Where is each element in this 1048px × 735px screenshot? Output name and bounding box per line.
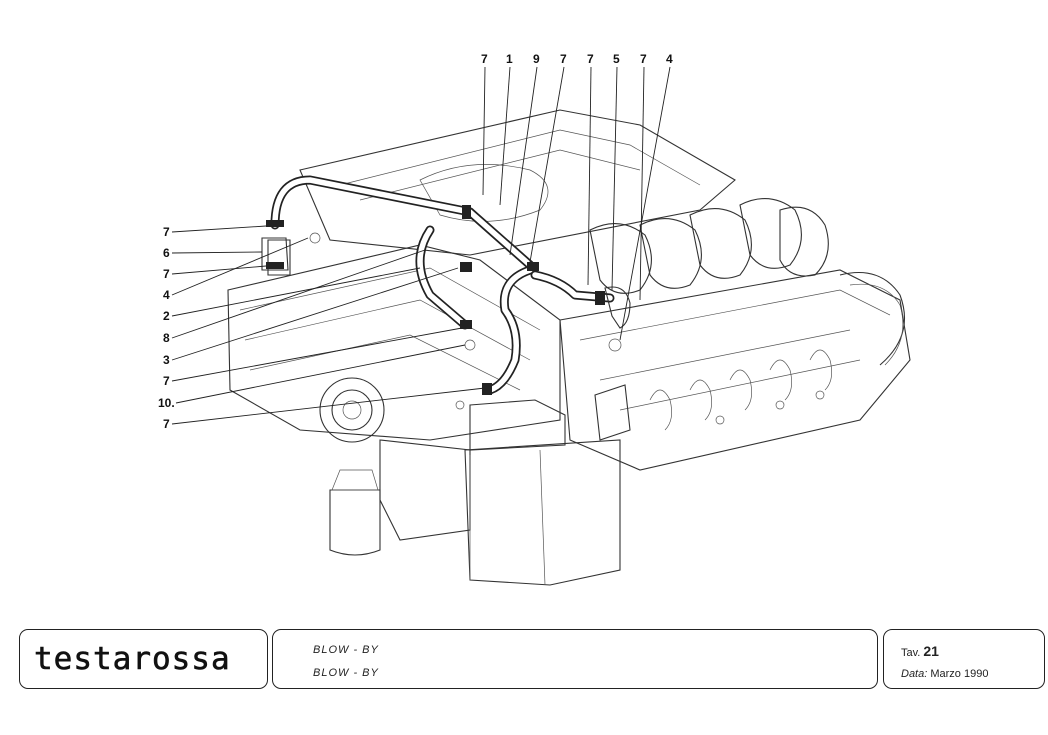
engine-outline (227, 109, 911, 586)
callout-top-3: 9 (533, 52, 540, 66)
title-box: BLOW - BY BLOW - BY (272, 629, 878, 689)
brand-box: testarossa (19, 629, 268, 689)
callout-left-9: 10. (158, 396, 175, 410)
title-line-1: BLOW - BY (313, 644, 379, 656)
callout-left-5: 2 (163, 309, 170, 323)
callout-top-8: 4 (666, 52, 673, 66)
info-box: Tav.21 Data: Marzo 1990 (883, 629, 1045, 689)
callout-left-8: 7 (163, 374, 170, 388)
top-callouts: 7 1 9 7 7 5 7 4 (481, 52, 673, 66)
callout-top-4: 7 (560, 52, 567, 66)
engine-blow-by-diagram: 7 1 9 7 7 5 7 4 7 6 7 4 2 8 3 7 10. 7 (158, 52, 911, 586)
callout-top-2: 1 (506, 52, 513, 66)
callout-top-1: 7 (481, 52, 488, 66)
callout-top-7: 7 (640, 52, 647, 66)
data-label: Data: (901, 668, 928, 680)
callout-left-3: 7 (163, 267, 170, 281)
callout-left-4: 4 (163, 288, 170, 302)
title-line-2: BLOW - BY (313, 667, 379, 679)
callout-left-2: 6 (163, 246, 170, 260)
callout-left-10: 7 (163, 417, 170, 431)
tav-label: Tav. (901, 647, 921, 659)
callout-top-6: 5 (613, 52, 620, 66)
testarossa-logo: testarossa (34, 641, 231, 678)
tav-number: 21 (923, 643, 939, 659)
blow-by-hoses (261, 175, 631, 395)
tav-row: Tav.21 (901, 643, 939, 659)
data-row: Data: Marzo 1990 (901, 668, 988, 680)
callout-left-6: 8 (163, 331, 170, 345)
leader-lines (171, 66, 671, 425)
data-value: Marzo 1990 (930, 668, 989, 680)
callout-left-7: 3 (163, 353, 170, 367)
callout-top-5: 7 (587, 52, 594, 66)
callout-left-1: 7 (163, 225, 170, 239)
left-callouts: 7 6 7 4 2 8 3 7 10. 7 (158, 225, 175, 431)
